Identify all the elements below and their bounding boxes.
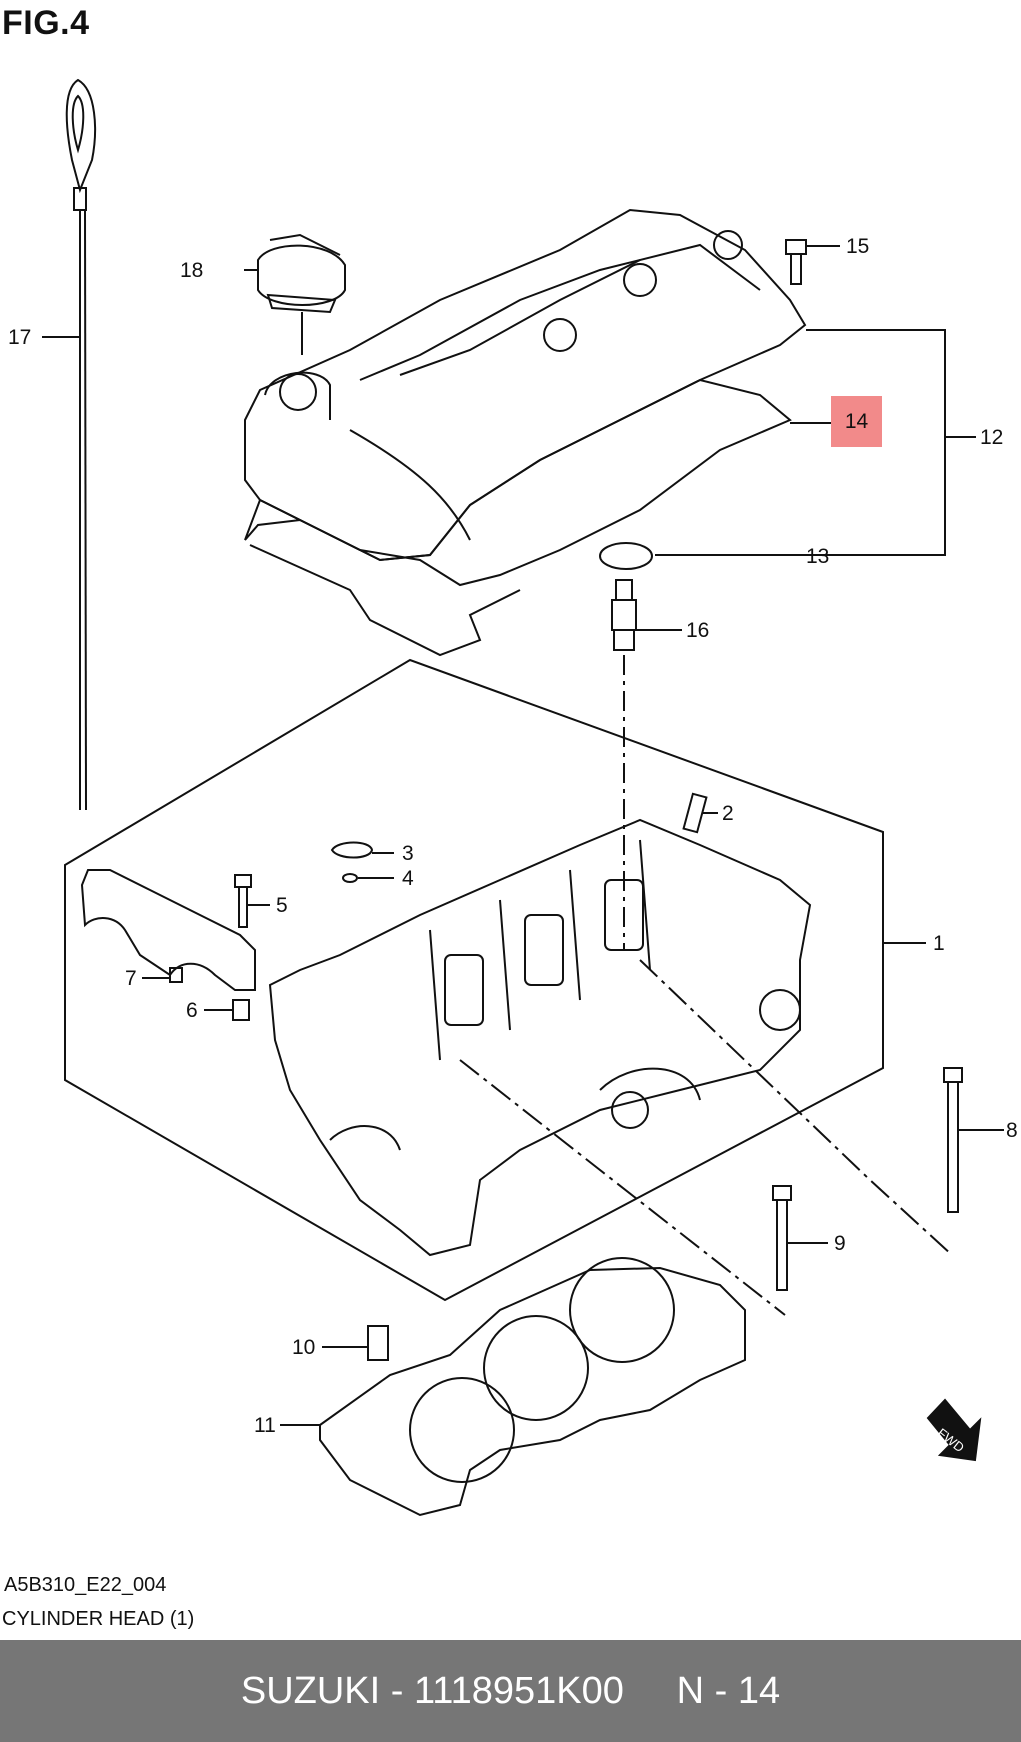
dowel-10-part — [367, 1325, 389, 1361]
callout-2: 2 — [722, 802, 734, 825]
cylinder-head-part — [268, 818, 812, 1257]
callout-14[interactable]: 14 — [844, 410, 869, 433]
pin-2-part — [682, 792, 708, 834]
fwd-arrow-icon — [926, 1398, 982, 1462]
callout-17: 17 — [8, 326, 31, 349]
head-cover-gasket-part — [244, 378, 792, 657]
callout-4: 4 — [402, 867, 414, 890]
footer-bar: SUZUKI - 1118951K00 N - 14 — [0, 1640, 1021, 1742]
callout-5: 5 — [276, 894, 288, 917]
callout-7: 7 — [125, 967, 137, 990]
camshaft-housing-part — [80, 869, 256, 991]
callout-11: 11 — [254, 1414, 276, 1437]
callout-8: 8 — [1006, 1119, 1018, 1142]
callout-13: 13 — [806, 545, 829, 568]
head-bolt-9-part — [772, 1185, 792, 1291]
o-ring-part — [599, 542, 653, 570]
dipstick-part — [65, 78, 97, 811]
callout-18: 18 — [180, 259, 203, 282]
cover-bolt-part — [785, 239, 807, 285]
head-bolt-8-part — [943, 1067, 963, 1213]
cylinder-head-gasket-part — [319, 1257, 746, 1517]
drawing-caption: CYLINDER HEAD (1) — [2, 1608, 195, 1630]
callout-3: 3 — [402, 842, 414, 865]
figure-title: FIG.4 — [2, 4, 90, 42]
callout-1: 1 — [933, 932, 945, 955]
plug-part — [169, 967, 183, 983]
washer-4-part — [342, 873, 358, 883]
assembly-outline — [64, 658, 884, 1302]
spark-plug-part — [611, 579, 637, 651]
callout-12: 12 — [980, 426, 1003, 449]
dowel-pin-part — [232, 999, 250, 1021]
bolt-5-part — [234, 874, 252, 928]
drawing-code: A5B310_E22_004 — [4, 1574, 167, 1596]
callout-15: 15 — [846, 235, 869, 258]
callout-10: 10 — [292, 1336, 315, 1359]
footer-part-number: SUZUKI - 1118951K00 N - 14 — [240, 1670, 781, 1712]
oil-filler-cap-part — [257, 233, 346, 314]
callout-6: 6 — [186, 999, 198, 1022]
callout-9: 9 — [834, 1232, 846, 1255]
exploded-parts-diagram: 18 17 15 12 13 16 2 3 4 5 1 7 6 8 9 10 1… — [8, 78, 1018, 1517]
plug-3-part — [330, 841, 374, 859]
callout-16: 16 — [686, 619, 709, 642]
callout-14-highlight[interactable] — [831, 396, 882, 447]
